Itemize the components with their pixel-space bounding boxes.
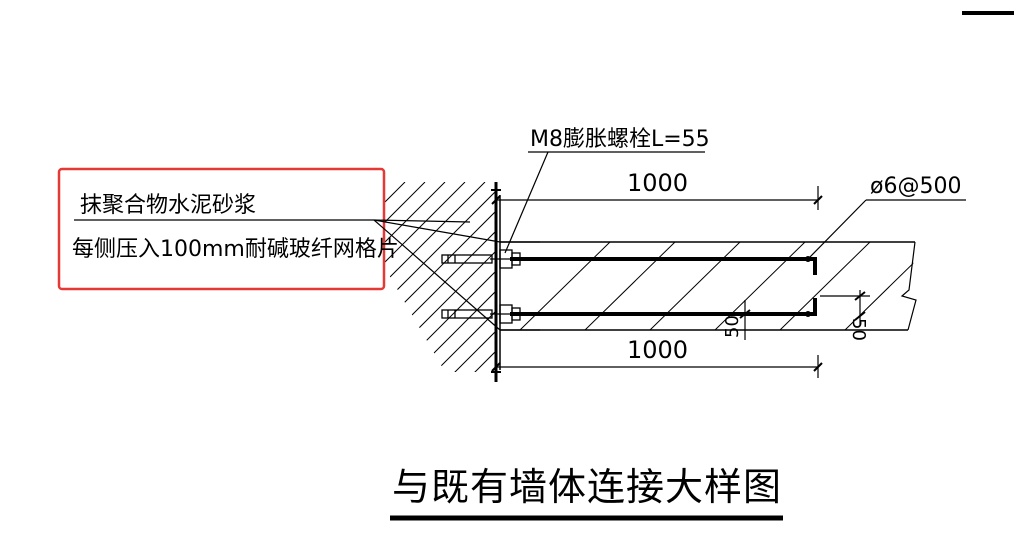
dimension-bottom	[491, 355, 823, 378]
leader-rebar	[807, 199, 966, 260]
expansion-bolt-upper	[441, 249, 522, 269]
leader-bolt	[504, 151, 705, 254]
dimension-top-value: 1000	[627, 169, 688, 197]
dimension-top	[491, 186, 823, 210]
label-rebar: ø6@500	[870, 174, 961, 199]
wall-plate	[491, 189, 540, 373]
note-highlight-box	[57, 167, 386, 291]
expansion-bolt-lower	[441, 304, 522, 324]
cover-dimension-left	[739, 300, 751, 340]
existing-wall-hatch	[385, 182, 495, 372]
new-slab	[500, 241, 917, 331]
cover-dimension-right-value: 50	[848, 318, 869, 341]
drawing-title: 与既有墙体连接大样图	[392, 465, 782, 509]
cover-dimension-right	[820, 290, 870, 325]
label-bolt: M8膨胀螺栓L=55	[530, 127, 710, 152]
label-mortar: 抹聚合物水泥砂浆	[80, 193, 256, 218]
label-mesh: 每侧压入100mm耐碱玻纤网格片	[72, 237, 399, 262]
leader-note	[373, 219, 501, 331]
dimension-bottom-value: 1000	[627, 336, 688, 364]
rebars	[510, 256, 817, 317]
cover-dimension-left-value: 50	[722, 315, 743, 338]
